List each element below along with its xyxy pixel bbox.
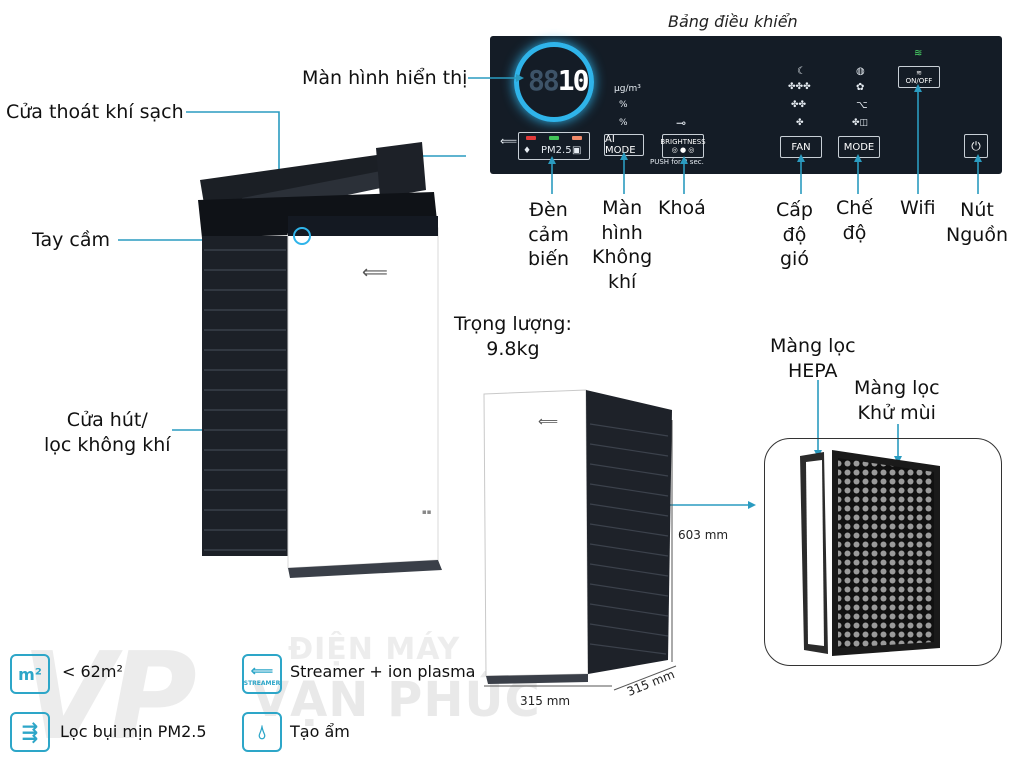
mode-pollen-icon: ⌥ xyxy=(856,100,868,111)
area-icon: m² xyxy=(10,654,50,694)
purifier-main-illustration: ⟸ ▪▪ xyxy=(198,142,442,578)
label-air-screen: Màn hình Không khí xyxy=(592,197,653,294)
panel-title: Bảng điều khiển xyxy=(668,12,798,31)
filter-frame xyxy=(764,438,1002,666)
label-sensor-light: Đèn cảm biến xyxy=(528,199,570,271)
label-weight: Trọng lượng: 9.8kg xyxy=(454,313,572,360)
feature-pm25-text: Lọc bụi mịn PM2.5 xyxy=(60,722,207,741)
svg-text:⟸: ⟸ xyxy=(362,262,388,283)
unit-pct-1: % xyxy=(619,100,628,110)
power-button[interactable]: ⏻ xyxy=(964,134,988,158)
label-clean-air-outlet: Cửa thoát khí sạch xyxy=(6,101,184,123)
purifier-dimension-illustration: ⟸ xyxy=(483,389,672,684)
filter-illustration xyxy=(800,450,940,656)
label-power-button: Nút Nguồn xyxy=(946,199,1008,246)
label-air-intake: Cửa hút/ lọc không khí xyxy=(44,409,171,456)
pm25-panel-label: PM2.5 xyxy=(541,145,572,156)
unit-ugm3: μg/m³ xyxy=(614,84,641,94)
sensor-dot-green xyxy=(549,136,559,140)
label-fan-speed: Cấp độ gió xyxy=(776,199,813,271)
label-mode: Chế độ xyxy=(836,197,873,244)
wifi-status-icon: ≋ xyxy=(914,48,923,59)
label-display-screen: Màn hình hiển thị xyxy=(302,67,468,89)
watermark-logo: VP xyxy=(22,628,197,767)
sensor-light-box xyxy=(518,132,590,160)
drop-small-icon: ♦ xyxy=(523,146,532,156)
humidify-icon: 💧︎ xyxy=(242,712,282,752)
fan-sleep-icon: ☾ xyxy=(797,66,806,77)
label-hepa-filter: Màng lọc HEPA xyxy=(770,335,856,382)
svg-text:⟸: ⟸ xyxy=(538,414,558,430)
feature-streamer-text: Streamer + ion plasma xyxy=(290,662,476,681)
key-icon: ⊸ xyxy=(676,116,687,130)
dimension-height: 603 mm xyxy=(678,528,729,542)
dimension-width: 315 mm xyxy=(520,694,571,708)
feature-area-text: < 62m² xyxy=(62,662,123,681)
label-handle: Tay cầm xyxy=(32,229,110,251)
pm25-filter-icon: ⇶ xyxy=(10,712,50,752)
mode-eco-icon: ✤◫ xyxy=(852,118,869,128)
label-deodor-filter: Màng lọc Khử mùi xyxy=(854,377,940,424)
sensor-dot-red xyxy=(526,136,536,140)
push-hint: PUSH for 2 sec. xyxy=(650,158,704,166)
display-digits: 8810 xyxy=(528,64,589,97)
odor-small-icon: ▣ xyxy=(572,145,582,156)
brightness-button[interactable]: BRIGHTNESS◎ ● ◎ xyxy=(660,134,706,158)
streamer-icon: ⟸STREAMER xyxy=(242,654,282,694)
watermark-line1: ĐIỆN MÁY xyxy=(288,632,461,667)
streamer-small-icon: ⟸ xyxy=(500,134,518,148)
unit-pct-2: % xyxy=(619,118,628,128)
label-wifi: Wifi xyxy=(900,197,936,219)
label-lock: Khoá xyxy=(658,197,706,219)
feature-humidify-text: Tạo ẩm xyxy=(290,722,350,741)
svg-text:▪▪: ▪▪ xyxy=(422,508,432,516)
sensor-dot-orange xyxy=(572,136,582,140)
fan-level-3-icon: ✤✤✤ xyxy=(788,82,811,92)
fan-level-2-icon: ✤✤ xyxy=(791,100,807,110)
fan-level-1-icon: ✤ xyxy=(796,118,804,128)
mode-pet-icon: ✿ xyxy=(856,82,865,93)
display-ring xyxy=(514,42,594,122)
mode-auto-icon: ◍ xyxy=(856,66,865,77)
